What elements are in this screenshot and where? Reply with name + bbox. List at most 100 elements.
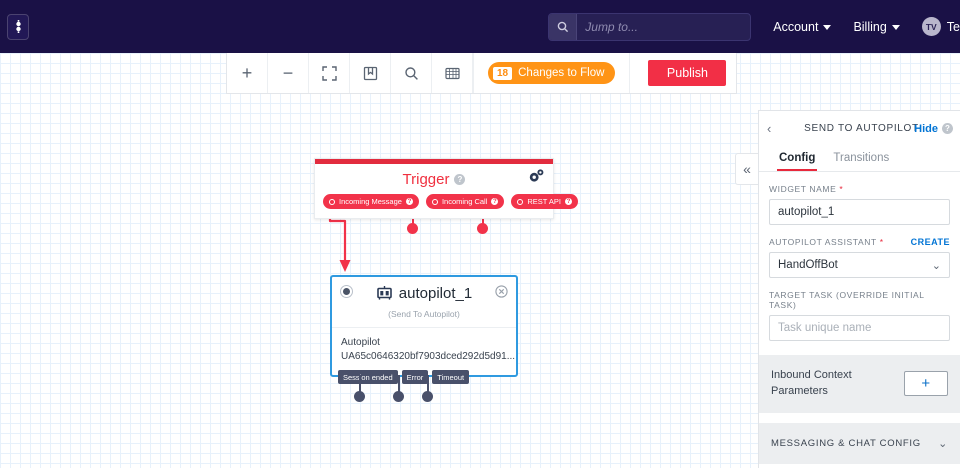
circle-icon (517, 198, 524, 205)
panel-tabs: Config Transitions (759, 146, 960, 172)
avatar: TV (921, 17, 941, 36)
search-canvas-button[interactable] (391, 53, 432, 93)
autopilot-assistant-label: AUTOPILOT ASSISTANT * CREATE (769, 237, 950, 247)
autopilot-node-header: autopilot_1 (332, 277, 516, 309)
robot-icon (376, 286, 392, 300)
grid-icon (444, 67, 460, 79)
create-assistant-link[interactable]: CREATE (910, 237, 950, 247)
autopilot-node-body: Autopilot UA65c0646320bf7903dced292d5d91… (332, 327, 516, 375)
search-icon[interactable] (549, 13, 578, 40)
transition-stem-error (398, 375, 400, 393)
trigger-title: Trigger (402, 170, 450, 188)
output-dot-incoming-call[interactable] (407, 223, 418, 234)
widget-config-panel: ‹ SEND TO AUTOPILOT Hide ? Config Transi… (758, 110, 960, 468)
autopilot-transition-list: Session ended Error Timeout (338, 370, 470, 384)
widget-name-label-text: WIDGET NAME (769, 184, 837, 194)
nav-menu-billing[interactable]: Billing (853, 19, 900, 34)
trigger-pill-rest-api[interactable]: REST API ? (511, 194, 579, 209)
nav-menu-account-label: Account (773, 19, 819, 34)
target-task-input[interactable] (769, 315, 950, 341)
transition-dot-session-ended[interactable] (354, 391, 365, 402)
publish-cell: Publish (630, 53, 736, 93)
inbound-context-parameters-section: Inbound Context Parameters + (759, 355, 960, 413)
trigger-pill-list: Incoming Message ? Incoming Call ? REST … (315, 194, 579, 218)
autopilot-node-subtitle: (Send To Autopilot) (388, 309, 460, 319)
search-icon (404, 66, 418, 80)
bookmark-button[interactable] (350, 53, 391, 93)
connector-arrowhead (339, 260, 351, 272)
grid-toggle-button[interactable] (432, 53, 473, 93)
question-mark-icon[interactable]: ? (491, 198, 499, 205)
question-mark-icon[interactable]: ? (942, 123, 953, 134)
chip-icon (15, 20, 21, 33)
panel-collapse-handle[interactable]: « (735, 153, 758, 185)
target-task-label: TARGET TASK (OVERRIDE INITIAL TASK) (769, 290, 925, 310)
trigger-pill-incoming-call[interactable]: Incoming Call ? (425, 194, 505, 209)
transition-stem-timeout (427, 375, 429, 393)
autopilot-assistant-value: HandOffBot (778, 259, 838, 271)
nav-menu-account[interactable]: Account (773, 19, 832, 34)
tab-transitions[interactable]: Transitions (833, 152, 890, 164)
transition-dot-error[interactable] (393, 391, 404, 402)
chevron-down-icon: ⌄ (938, 437, 948, 450)
question-mark-icon[interactable]: ? (405, 198, 413, 205)
connector-layer (328, 201, 351, 272)
top-navigation-bar: Account Billing TV Te (0, 0, 960, 53)
panel-header: ‹ SEND TO AUTOPILOT Hide ? (759, 111, 960, 146)
transition-timeout[interactable]: Timeout (432, 370, 470, 384)
trigger-header: Trigger ? (315, 164, 553, 194)
changes-to-flow-cell: 18 Changes to Flow (473, 53, 631, 93)
autopilot-body-value: UA65c0646320bf7903dced292d5d91... (341, 350, 516, 362)
transition-session-ended[interactable]: Session ended (338, 370, 398, 384)
editor-toolbar: + − (226, 53, 738, 94)
close-circle-icon[interactable] (495, 285, 508, 303)
question-mark-icon[interactable]: ? (454, 173, 466, 185)
widget-name-input[interactable] (769, 199, 950, 225)
autopilot-node-title: autopilot_1 (398, 284, 473, 302)
double-chevron-left-icon: « (743, 161, 751, 177)
autopilot-assistant-select[interactable]: HandOffBot ⌄ (769, 252, 950, 278)
hide-panel-button[interactable]: Hide (914, 122, 938, 135)
messaging-chat-config-section[interactable]: MESSAGING & CHAT CONFIG ⌄ (759, 422, 960, 464)
minus-icon: − (282, 63, 294, 83)
chevron-down-icon (891, 25, 900, 30)
trigger-pill-label: Incoming Call (441, 197, 488, 206)
autopilot-node[interactable]: autopilot_1 (Send To Autopilot) Autopilo… (330, 275, 518, 384)
user-name-label: Te (946, 19, 960, 34)
nav-menu-billing-label: Billing (853, 19, 887, 34)
output-dot-rest-api[interactable] (477, 223, 488, 234)
zoom-out-button[interactable]: − (268, 53, 309, 93)
node-input-dot[interactable] (341, 286, 352, 297)
fit-to-screen-button[interactable] (309, 53, 350, 93)
chevron-down-icon (823, 25, 832, 30)
transition-error[interactable]: Error (401, 370, 429, 384)
search-input[interactable] (577, 13, 751, 40)
changes-count: 18 (493, 66, 513, 80)
question-mark-icon[interactable]: ? (565, 198, 573, 205)
app-logo[interactable] (7, 13, 29, 40)
expand-icon (321, 65, 337, 81)
required-asterisk: * (839, 184, 844, 194)
transition-stem-session-ended (359, 375, 361, 393)
tab-config[interactable]: Config (777, 146, 817, 171)
zoom-in-button[interactable]: + (227, 53, 268, 93)
transition-dot-timeout[interactable] (422, 391, 433, 402)
global-search[interactable] (548, 12, 752, 41)
trigger-node[interactable]: Trigger ? Incoming Message ? (314, 158, 579, 219)
trigger-pill-label: REST API (527, 197, 562, 206)
user-menu[interactable]: TV Te (921, 17, 960, 36)
chevron-down-icon: ⌄ (931, 259, 941, 272)
panel-body: WIDGET NAME * AUTOPILOT ASSISTANT * CREA… (759, 172, 960, 464)
publish-button[interactable]: Publish (648, 60, 727, 86)
chevron-left-icon[interactable]: ‹ (767, 121, 772, 136)
changes-to-flow-badge[interactable]: 18 Changes to Flow (488, 62, 616, 84)
trigger-accent-bar (315, 159, 553, 164)
gears-icon[interactable] (528, 168, 545, 189)
autopilot-assistant-label-text: AUTOPILOT ASSISTANT (769, 237, 877, 247)
trigger-pill-label: Incoming Message (339, 197, 402, 206)
messaging-chat-config-label: MESSAGING & CHAT CONFIG (771, 437, 921, 449)
add-inbound-parameter-button[interactable]: + (903, 371, 948, 397)
circle-icon (329, 198, 335, 205)
trigger-pill-incoming-message[interactable]: Incoming Message ? (323, 194, 419, 209)
circle-icon (431, 198, 438, 205)
